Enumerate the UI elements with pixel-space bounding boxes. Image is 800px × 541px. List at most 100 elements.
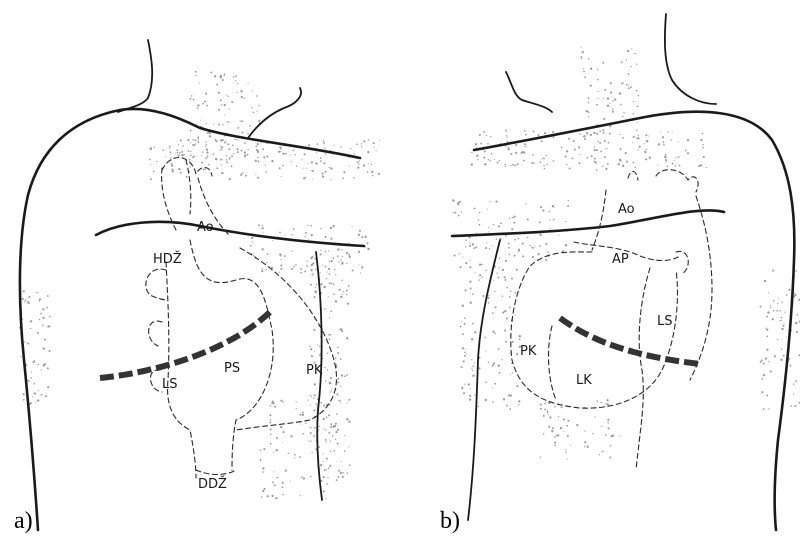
- stipple-dot: [308, 144, 310, 146]
- stipple-dot: [672, 132, 673, 133]
- stipple-dot: [329, 273, 331, 275]
- stipple-dot: [165, 156, 166, 157]
- stipple-dot: [594, 146, 595, 147]
- stipple-dot: [308, 238, 309, 239]
- stipple-dot: [329, 382, 331, 384]
- panel-a-thick-dash-line: [100, 312, 270, 378]
- stipple-dot: [310, 269, 312, 271]
- stipple-dot: [605, 403, 606, 404]
- stipple-dot: [504, 310, 506, 312]
- panel-b-thick-dash-line: [560, 318, 700, 364]
- stipple-dot: [245, 175, 247, 177]
- stipple-dot: [248, 83, 249, 84]
- stipple-dot: [604, 89, 606, 91]
- stipple-dot: [574, 149, 576, 151]
- stipple-dot: [627, 50, 629, 52]
- stipple-dot: [620, 104, 622, 106]
- stipple-dot: [328, 296, 329, 297]
- stipple-dot: [325, 380, 326, 381]
- stipple-dot: [605, 168, 607, 170]
- stipple-dot: [358, 251, 360, 253]
- stipple-dot: [30, 328, 32, 330]
- stipple-dot: [561, 403, 562, 404]
- stipple-dot: [512, 217, 514, 219]
- stipple-dot: [522, 243, 524, 245]
- stipple-dot: [316, 152, 317, 153]
- stipple-dot: [472, 375, 474, 377]
- stipple-dot: [531, 162, 533, 164]
- stipple-dot: [34, 383, 35, 384]
- stipple-dot: [314, 329, 316, 331]
- stipple-dot: [610, 91, 612, 93]
- stipple-dot: [543, 433, 544, 434]
- stipple-dot: [700, 139, 702, 141]
- stipple-dot: [270, 443, 272, 445]
- stipple-dot: [279, 146, 281, 148]
- stipple-dot: [540, 404, 542, 406]
- stipple-dot: [295, 401, 296, 402]
- stipple-dot: [343, 291, 344, 292]
- stipple-dot: [301, 476, 303, 478]
- stipple-dot: [291, 234, 292, 235]
- stipple-dot: [764, 280, 766, 282]
- stipple-dot: [660, 131, 661, 132]
- stipple-dot: [291, 268, 293, 270]
- stipple-dot: [333, 145, 334, 146]
- stipple-dot: [628, 73, 630, 75]
- stipple-dot: [361, 143, 362, 144]
- stipple-dot: [327, 338, 328, 339]
- stipple-dot: [523, 151, 525, 153]
- stipple-dot: [539, 245, 541, 247]
- stipple-dot: [340, 259, 341, 260]
- stipple-dot: [596, 149, 598, 151]
- stipple-dot: [267, 253, 269, 255]
- stipple-dot: [300, 268, 302, 270]
- panel-b-left-edge: [468, 240, 500, 520]
- stipple-dot: [793, 383, 794, 384]
- stipple-dot: [507, 141, 508, 142]
- stipple-dot: [266, 155, 268, 157]
- stipple-dot: [311, 170, 312, 171]
- stipple-dot: [256, 145, 258, 147]
- stipple-dot: [276, 449, 278, 451]
- panel-b-neck-left: [506, 72, 552, 112]
- stipple-dot: [330, 426, 332, 428]
- stipple-dot: [506, 135, 508, 137]
- stipple-dot: [343, 472, 344, 473]
- stipple-dot: [602, 129, 604, 131]
- stipple-dot: [453, 254, 455, 256]
- stipple-dot: [464, 318, 466, 320]
- stipple-dot: [330, 377, 332, 379]
- stipple-dot: [705, 167, 706, 168]
- stipple-dot: [274, 406, 276, 408]
- stipple-dot: [269, 405, 271, 407]
- stipple-dot: [773, 300, 775, 302]
- stipple-dot: [38, 364, 40, 366]
- stipple-dot: [311, 396, 312, 397]
- stipple-dot: [783, 323, 784, 324]
- stipple-dot: [486, 135, 487, 136]
- stipple-dot: [474, 394, 475, 395]
- stipple-dot: [566, 459, 567, 460]
- stipple-dot: [579, 133, 580, 134]
- stipple-dot: [348, 399, 350, 401]
- stipple-dot: [333, 427, 334, 428]
- panel-b-label-ao: Ao: [618, 202, 635, 217]
- stipple-dot: [270, 419, 272, 421]
- stipple-dot: [325, 439, 327, 441]
- stipple-dot: [233, 76, 235, 78]
- stipple-dot: [505, 129, 507, 131]
- stipple-dot: [454, 212, 456, 214]
- stipple-dot: [326, 278, 327, 279]
- stipple-dot: [269, 422, 271, 424]
- stipple-dot: [469, 242, 470, 243]
- stipple-dot: [537, 134, 539, 136]
- stipple-dot: [329, 261, 330, 262]
- stipple-dot: [29, 403, 31, 405]
- stipple-dot: [588, 116, 589, 117]
- stipple-dot: [549, 416, 551, 418]
- stipple-dot: [320, 250, 321, 251]
- stipple-dot: [766, 329, 768, 331]
- stipple-dot: [280, 264, 282, 266]
